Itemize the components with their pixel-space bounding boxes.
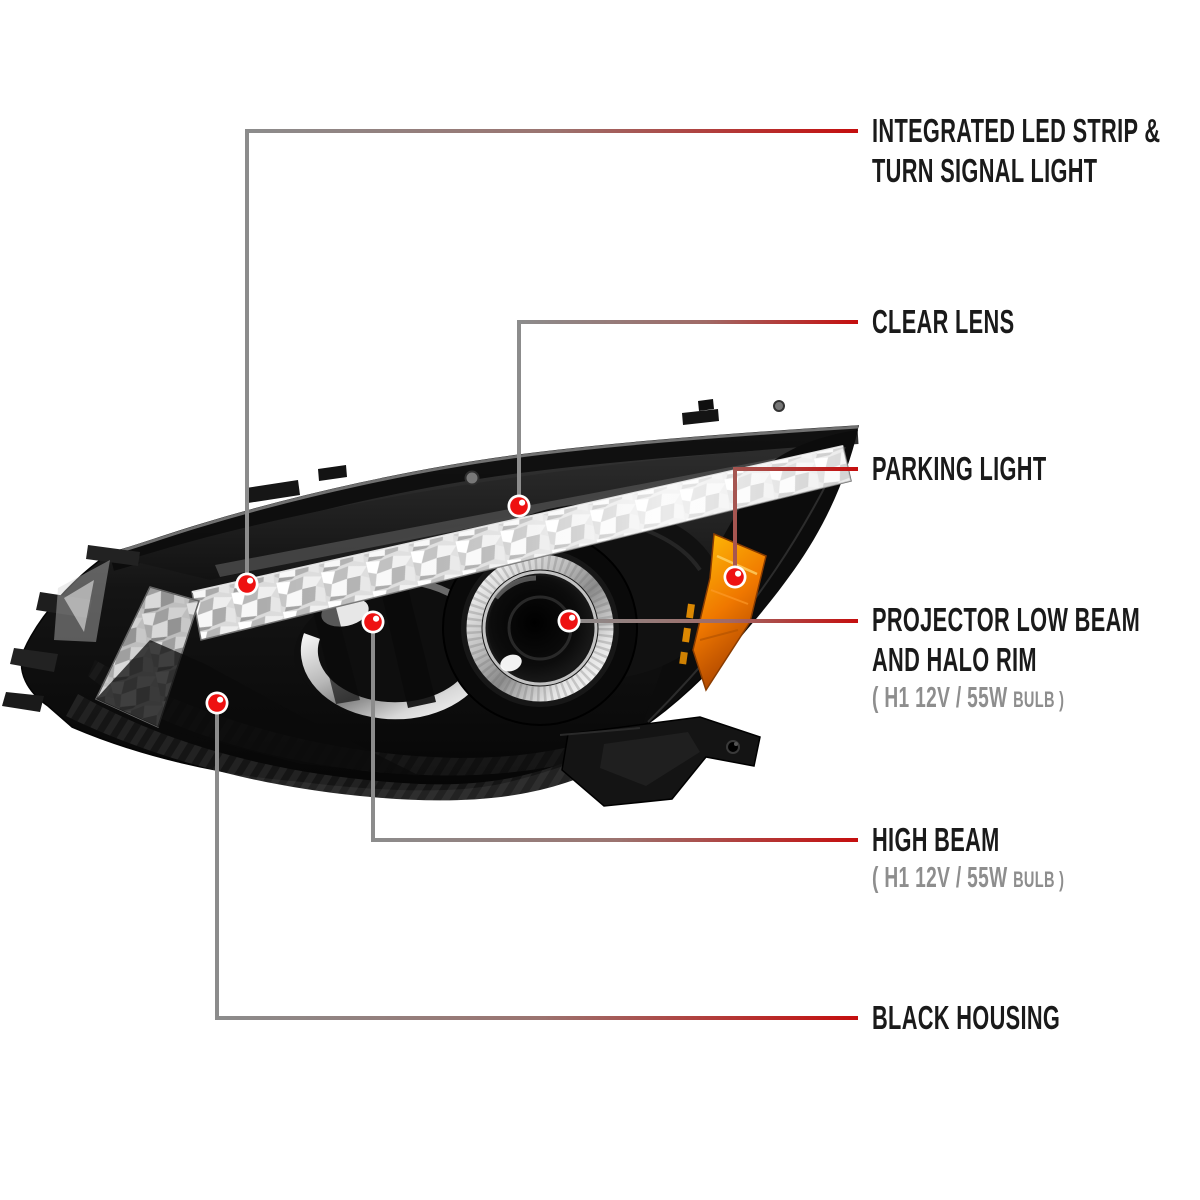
callout-label-line: HIGH BEAM: [872, 821, 1000, 858]
housing-wedge: [96, 640, 420, 776]
callout-label-led-strip: INTEGRATED LED STRIP & TURN SIGNAL LIGHT: [872, 111, 1160, 191]
callout-label-parking-light: PARKING LIGHT: [872, 449, 1046, 489]
callout-dot-black-housing: [205, 691, 229, 715]
housing-texture: [66, 694, 632, 801]
callout-dot-high-beam: [361, 610, 385, 634]
callout-line-black-housing: [215, 703, 858, 1020]
callout-label-line: PARKING LIGHT: [872, 450, 1047, 487]
callout-dot-clear-lens: [507, 494, 531, 518]
callout-line-clear-lens: [517, 320, 858, 506]
callout-label-bulb-spec: ( H1 12V / 55W BULB ): [872, 862, 1065, 894]
callout-label-line: AND HALO RIM: [872, 641, 1037, 678]
top-rim-highlight: [109, 425, 859, 556]
callout-label-line: INTEGRATED LED STRIP &: [872, 112, 1161, 149]
callout-line-parking-light: [733, 467, 858, 577]
callout-dot-projector-low-beam: [557, 609, 581, 633]
callout-dot-parking-light: [723, 565, 747, 589]
callout-label-line: TURN SIGNAL LIGHT: [872, 152, 1098, 189]
callout-line-high-beam: [371, 622, 858, 842]
callout-label-bulb-spec: ( H1 12V / 55W BULB ): [872, 682, 1065, 714]
mounting-tabs-top: [246, 399, 785, 503]
callout-lines: [215, 129, 858, 1020]
callout-label-line: BLACK HOUSING: [872, 999, 1061, 1036]
callout-line-led-strip: [245, 129, 858, 584]
clear-lens-area: [128, 444, 846, 580]
callout-label-clear-lens: CLEAR LENS: [872, 302, 1014, 342]
headlight-illustration: [2, 399, 859, 807]
callout-label-projector-low-beam: PROJECTOR LOW BEAM AND HALO RIM ( H1 12V…: [872, 600, 1140, 716]
callout-dots: [205, 494, 747, 715]
callout-label-line: PROJECTOR LOW BEAM: [872, 601, 1141, 638]
parking-light-reflector: [679, 532, 767, 692]
mounting-bracket: [559, 716, 761, 807]
mounting-tabs-left: [2, 545, 140, 712]
top-rim-band: [110, 428, 859, 571]
callout-label-black-housing: BLACK HOUSING: [872, 998, 1060, 1038]
projector-lens: [442, 530, 638, 726]
callout-label-high-beam: HIGH BEAM ( H1 12V / 55W BULB ): [872, 820, 1064, 896]
callout-label-line: CLEAR LENS: [872, 303, 1015, 340]
callout-dot-led-strip: [235, 572, 259, 596]
